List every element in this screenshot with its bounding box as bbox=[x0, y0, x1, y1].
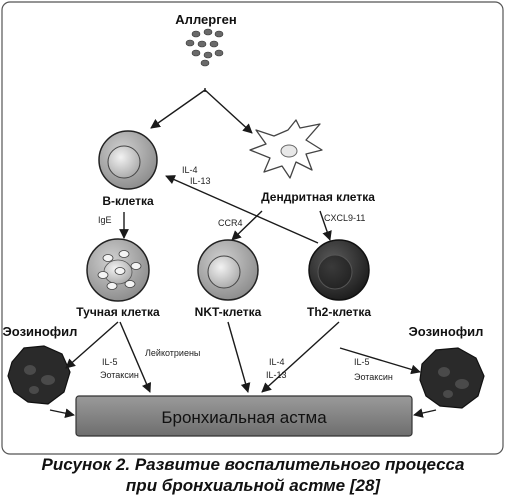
nkt-cell-icon bbox=[197, 239, 259, 301]
label-il4-center: IL-4 bbox=[269, 357, 285, 367]
th2-cell-icon bbox=[308, 239, 370, 301]
label-il13-center: IL-13 bbox=[266, 370, 287, 380]
arrow-allergen-to-dendritic bbox=[204, 89, 253, 134]
arrow-th2-to-b-cell bbox=[165, 175, 319, 244]
arrow-allergen-to-b-cell bbox=[150, 89, 206, 129]
arrow-dendritic-to-th2 bbox=[319, 210, 332, 241]
arrow-eosinophil-right-to-asthma bbox=[413, 408, 437, 418]
label-ige: IgE bbox=[98, 215, 112, 225]
label-eotaxin-left: Эотаксин bbox=[100, 370, 139, 380]
arrow-mast-to-asthma bbox=[119, 321, 152, 393]
label-il5-right: IL-5 bbox=[354, 357, 370, 367]
label-il13-top: IL-13 bbox=[190, 176, 211, 186]
caption-line-2: при бронхиальной астме [28] bbox=[126, 476, 381, 495]
label-cxcl: CXCL9-11 bbox=[324, 213, 365, 223]
diagram-frame bbox=[1, 1, 504, 455]
label-ccr4: CCR4 bbox=[218, 218, 243, 228]
b-cell-icon bbox=[98, 130, 158, 190]
allergen-label: Аллерген bbox=[175, 12, 236, 27]
eosinophil-right-icon bbox=[419, 347, 485, 409]
mast-cell-icon bbox=[86, 238, 150, 302]
label-il5-left: IL-5 bbox=[102, 357, 118, 367]
arrow-th2-to-asthma bbox=[261, 321, 340, 393]
asthma-label: Бронхиальная астма bbox=[161, 408, 327, 427]
allergen-particles-icon bbox=[185, 28, 224, 67]
mast-cell-label: Тучная клетка bbox=[76, 305, 160, 319]
b-cell-label: В-клетка bbox=[102, 194, 154, 208]
th2-cell-label: Th2-клетка bbox=[307, 305, 371, 319]
dendritic-cell-icon bbox=[249, 119, 323, 179]
eosinophil-left-label: Эозинофил bbox=[3, 324, 78, 339]
eosinophil-left-icon bbox=[7, 345, 71, 405]
arrow-nkt-to-asthma bbox=[227, 321, 251, 393]
label-leukotrienes: Лейкотриены bbox=[145, 348, 200, 358]
label-eotaxin-right: Эотаксин bbox=[354, 372, 393, 382]
arrow-dendritic-to-nkt bbox=[231, 210, 263, 241]
label-il4-top: IL-4 bbox=[182, 165, 198, 175]
asthma-box bbox=[75, 395, 413, 437]
arrow-th2-to-eosinophil-right bbox=[339, 347, 421, 375]
arrow-mast-to-eosinophil-left bbox=[65, 321, 119, 369]
dendritic-cell-label: Дендритная клетка bbox=[261, 190, 375, 204]
caption-line-1: Рисунок 2. Развитие воспалительного проц… bbox=[42, 455, 465, 474]
arrow-eosinophil-left-to-asthma bbox=[49, 408, 75, 418]
nkt-cell-label: NKT-клетка bbox=[195, 305, 262, 319]
eosinophil-right-label: Эозинофил bbox=[409, 324, 484, 339]
